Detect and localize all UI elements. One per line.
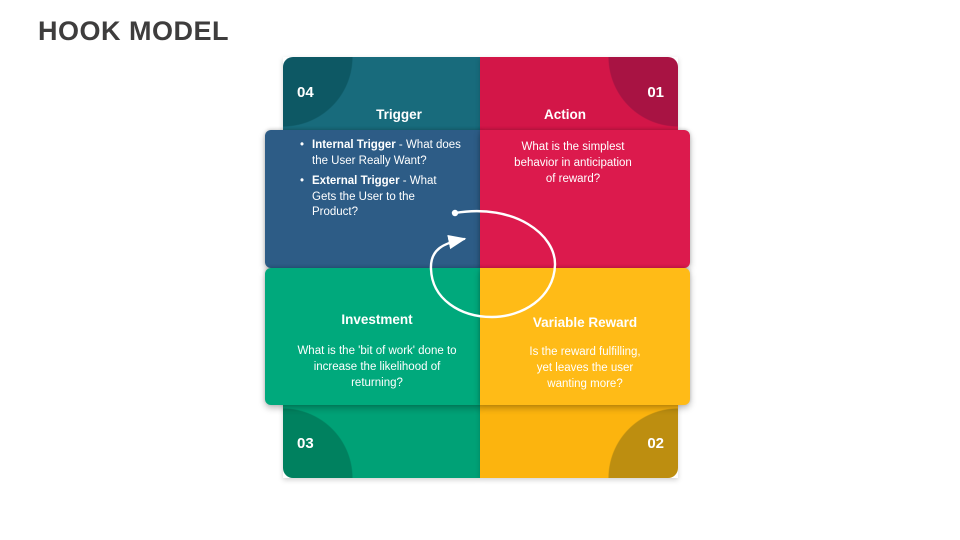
page-title: HOOK MODEL	[38, 16, 229, 46]
quadrant-variable-reward-title: Variable Reward	[532, 315, 638, 330]
variable-reward-body-text: Is the reward fulfilling, yet leaves the…	[529, 346, 641, 390]
quadrant-trigger-title: Trigger	[376, 107, 422, 122]
investment-detail-panel: Investment What is the 'bit of work' don…	[265, 268, 480, 405]
variable-reward-detail-panel: Variable Reward Is the reward fulfilling…	[480, 268, 690, 405]
action-body-text: What is the simplest behavior in anticip…	[514, 141, 632, 185]
trigger-bullet-internal-lead: Internal Trigger	[312, 139, 396, 151]
trigger-bullet-internal: Internal Trigger - What does the User Re…	[299, 138, 462, 169]
trigger-bullet-external: External Trigger - What Gets the User to…	[299, 174, 462, 221]
trigger-bullet-external-rest: - What Gets the User to the Product?	[312, 175, 437, 219]
cycle-arrow-icon	[429, 209, 557, 319]
trigger-bullet-internal-rest: - What does the User Really Want?	[312, 139, 461, 167]
trigger-bullet-external-lead: External Trigger	[312, 175, 400, 188]
trigger-bullet-list: Internal Trigger - What does the User Re…	[299, 138, 462, 226]
quadrant-action-title: Action	[544, 107, 586, 122]
quadrant-investment-title: Investment	[341, 312, 413, 327]
investment-body-text: What is the 'bit of work' done to increa…	[297, 345, 457, 389]
action-detail-panel: What is the simplest behavior in anticip…	[480, 130, 690, 268]
